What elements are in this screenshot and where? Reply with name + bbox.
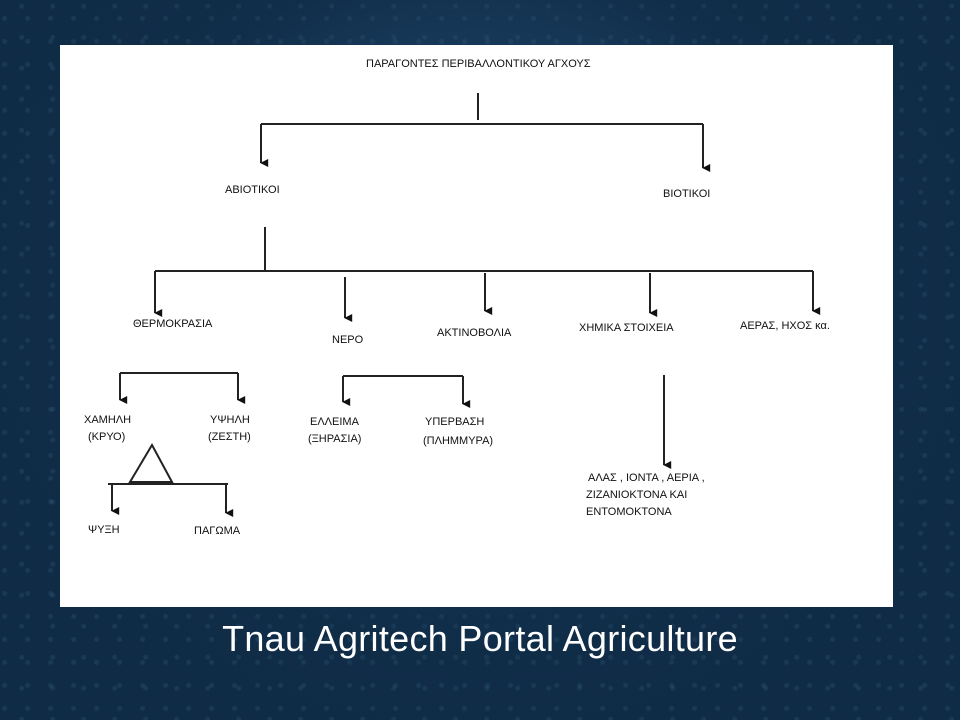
chemicals-label: ΧΗΜΙΚΑ ΣΤΟΙΧΕΙΑ [579, 322, 674, 334]
radiation-label: ΑΚΤΙΝΟΒΟΛΙΑ [437, 327, 512, 339]
diagram-labels: ΠΑΡΑΓΟΝΤΕΣ ΠΕΡΙΒΑΛΛΟΝΤΙΚΟΥ ΑΓΧΟΥΣ ΑΒΙΟΤΙ… [84, 58, 830, 537]
low-temp-sub-label: (ΚΡΥΟ) [88, 431, 125, 443]
air-noise-label: ΑΕΡΑΣ, ΗΧΟΣ κα. [740, 320, 830, 332]
water-label: ΝΕΡΟ [332, 334, 364, 346]
water-deficit-label: ΕΛΛΕΙΜΑ [310, 416, 360, 428]
stress-factors-tree-diagram: ΠΑΡΑΓΟΝΤΕΣ ΠΕΡΙΒΑΛΛΟΝΤΙΚΟΥ ΑΓΧΟΥΣ ΑΒΙΟΤΙ… [84, 58, 830, 537]
water-excess-label: ΥΠΕΡΒΑΣΗ [425, 416, 484, 428]
chem-list-line-2: ΖΙΖΑΝΙΟΚΤΟΝΑ ΚΑΙ [586, 489, 687, 501]
low-temp-label: ΧΑΜΗΛΗ [84, 414, 131, 426]
freezing-label: ΠΑΓΩΜΑ [194, 525, 241, 537]
diagram-panel: ΠΑΡΑΓΟΝΤΕΣ ΠΕΡΙΒΑΛΛΟΝΤΙΚΟΥ ΑΓΧΟΥΣ ΑΒΙΟΤΙ… [60, 45, 893, 607]
chilling-label: ΨΥΞΗ [88, 524, 120, 536]
high-temp-sub-label: (ΖΕΣΤΗ) [208, 431, 251, 443]
chem-list-line-3: ΕΝΤΟΜΟΚΤΟΝΑ [586, 506, 672, 518]
slide-caption: Tnau Agritech Portal Agriculture [222, 618, 738, 659]
abiotic-label: ΑΒΙΟΤΙΚΟΙ [225, 184, 280, 196]
water-excess-sub-label: (ΠΛΗΜΜΥΡΑ) [423, 435, 493, 447]
temperature-label: ΘΕΡΜΟΚΡΑΣΙΑ [133, 318, 213, 330]
water-deficit-sub-label: (ΞΗΡΑΣΙΑ) [308, 433, 361, 445]
chem-list-line-1: ΑΛΑΣ , ΙΟΝΤΑ , ΑΕΡΙΑ , [588, 472, 705, 484]
biotic-label: ΒΙΟΤΙΚΟΙ [663, 188, 710, 200]
high-temp-label: ΥΨΗΛΗ [210, 414, 250, 426]
connector-lines [108, 93, 821, 517]
root-label: ΠΑΡΑΓΟΝΤΕΣ ΠΕΡΙΒΑΛΛΟΝΤΙΚΟΥ ΑΓΧΟΥΣ [366, 58, 591, 70]
